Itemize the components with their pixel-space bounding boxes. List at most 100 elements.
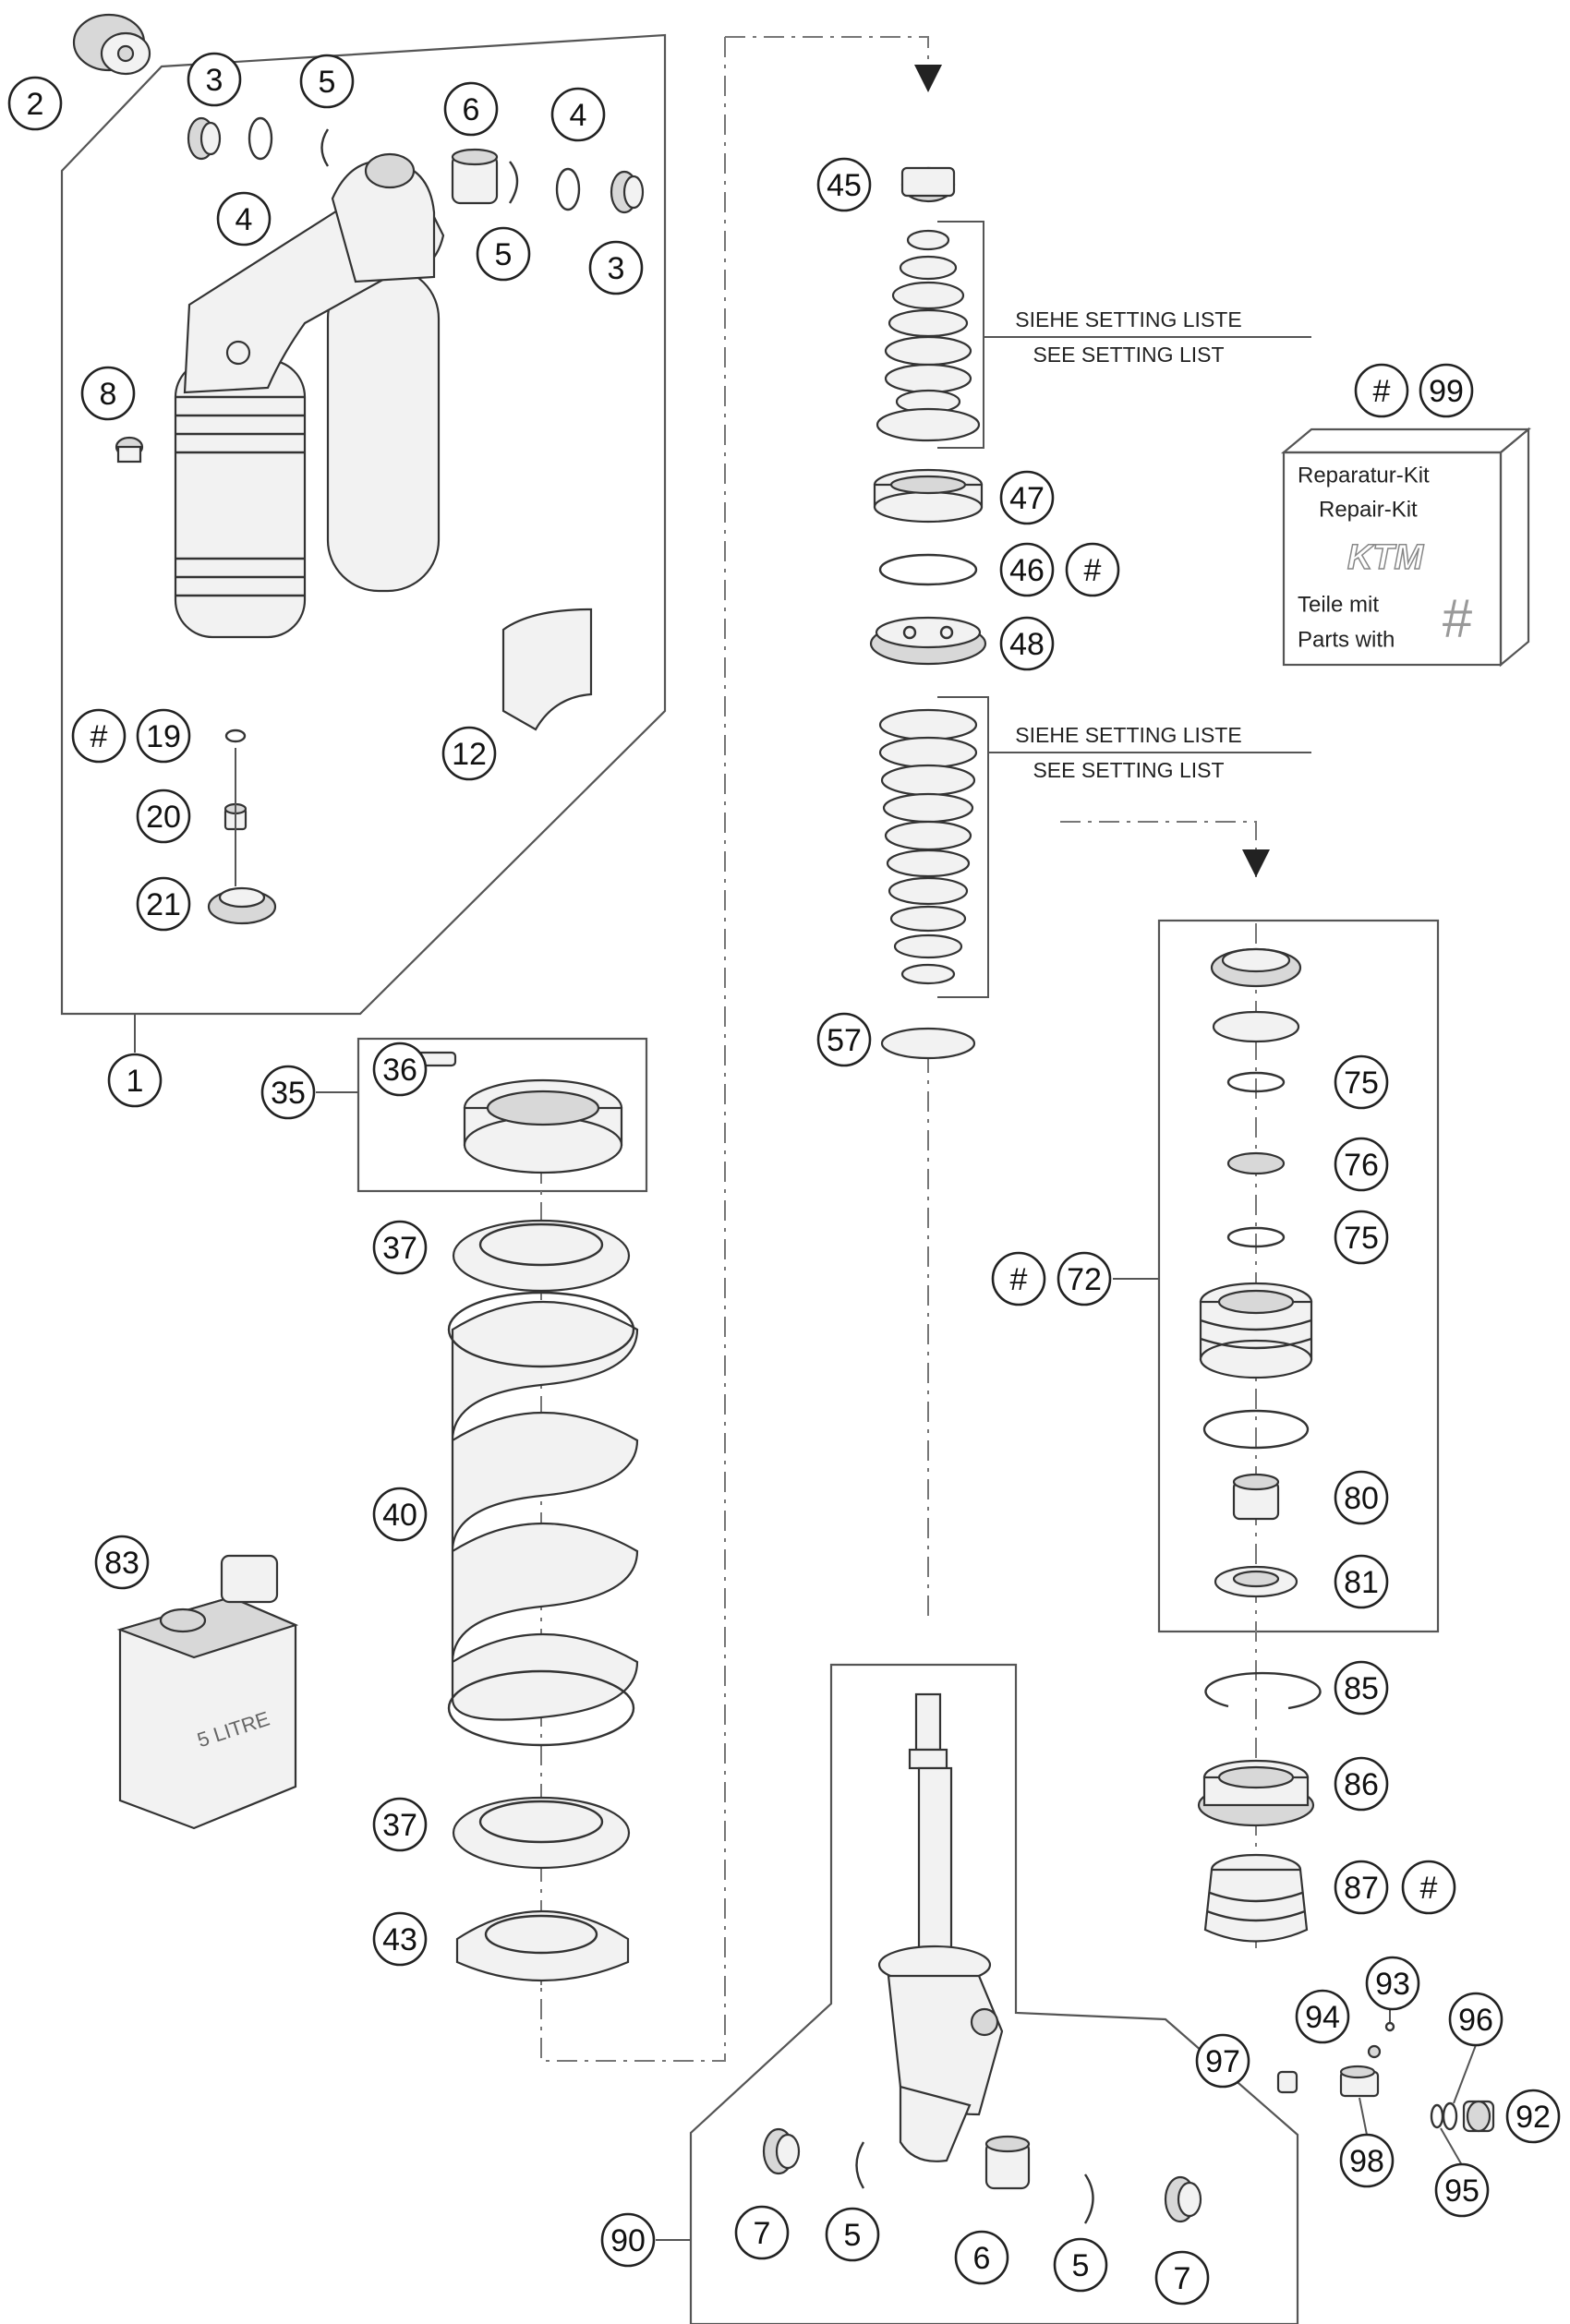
callout-label: 20 bbox=[146, 800, 181, 835]
callout-label: 93 bbox=[1375, 1967, 1410, 2002]
callout-label: 19 bbox=[146, 719, 181, 754]
callout-label: 47 bbox=[1009, 481, 1045, 516]
setting-note-en-2: SEE SETTING LIST bbox=[1033, 758, 1224, 782]
o-ring-part-46 bbox=[878, 553, 978, 586]
repair-kit-parts-de: Teile mit bbox=[1298, 593, 1379, 618]
callout-c87h: # bbox=[1401, 1860, 1456, 1915]
callout-c83: 83 bbox=[94, 1535, 150, 1590]
adjusting-nut-part bbox=[463, 1078, 623, 1174]
callout-c99: 99 bbox=[1419, 363, 1474, 418]
assembly-path-left bbox=[540, 37, 726, 2062]
piston-part-48 bbox=[869, 616, 987, 666]
ring-part-75b bbox=[1226, 1226, 1286, 1248]
callout-c21: 21 bbox=[136, 876, 191, 932]
callout-c3a: 3 bbox=[187, 52, 242, 107]
spring-seat-part-37b bbox=[452, 1796, 631, 1870]
adjuster-part-98 bbox=[1339, 2065, 1380, 2098]
setting-note-en-1: SEE SETTING LIST bbox=[1033, 343, 1224, 367]
callout-c6a: 6 bbox=[443, 81, 499, 137]
callout-circle bbox=[1334, 1660, 1389, 1716]
callout-circle bbox=[1057, 1251, 1112, 1306]
callout-label: 4 bbox=[570, 98, 587, 133]
callout-circle bbox=[1505, 2089, 1561, 2144]
callout-circle bbox=[1195, 2033, 1250, 2089]
setting-list-bracket-1 bbox=[937, 221, 1311, 449]
callout-label: 7 bbox=[1174, 2261, 1191, 2296]
callout-label: # bbox=[1084, 553, 1102, 588]
bushing-part-7a bbox=[762, 2127, 801, 2175]
callout-circle bbox=[999, 616, 1055, 671]
callout-c46h: # bbox=[1065, 542, 1120, 597]
callout-circle bbox=[299, 54, 355, 109]
callout-circle bbox=[372, 1220, 428, 1275]
callout-circle bbox=[372, 1487, 428, 1542]
bushing-part-7b bbox=[1164, 2175, 1202, 2223]
callout-c2: 2 bbox=[7, 76, 63, 131]
callout-circle bbox=[1065, 542, 1120, 597]
callout-circle bbox=[600, 2212, 656, 2268]
callout-label: 4 bbox=[236, 202, 253, 237]
callout-c1: 1 bbox=[107, 1053, 163, 1108]
callout-circle bbox=[550, 87, 606, 142]
callout-label: 46 bbox=[1009, 553, 1045, 588]
callout-circle bbox=[107, 1053, 163, 1108]
callout-c93: 93 bbox=[1365, 1956, 1420, 2011]
callout-c96: 96 bbox=[1448, 1992, 1504, 2047]
callout-circle bbox=[825, 2207, 880, 2262]
adjuster-knob-part-92 bbox=[1462, 2100, 1495, 2133]
callout-c5c: 5 bbox=[825, 2207, 880, 2262]
callout-c76: 76 bbox=[1334, 1137, 1389, 1192]
callout-label: 99 bbox=[1429, 374, 1464, 409]
callout-circle bbox=[372, 1042, 428, 1097]
piston-rod-part bbox=[877, 1692, 1004, 2162]
callout-circle bbox=[991, 1251, 1046, 1306]
circlip-part-5c bbox=[855, 2141, 865, 2189]
callout-circle bbox=[441, 726, 497, 781]
callout-circle bbox=[1334, 1210, 1389, 1265]
bushing-part-3b bbox=[610, 170, 645, 214]
callout-circle bbox=[216, 191, 272, 247]
callout-circle bbox=[372, 1911, 428, 1967]
callout-circle bbox=[999, 542, 1055, 597]
callout-label: 87 bbox=[1344, 1871, 1379, 1906]
callout-c5a: 5 bbox=[299, 54, 355, 109]
callout-c81: 81 bbox=[1334, 1554, 1389, 1609]
callout-label: 3 bbox=[206, 63, 223, 98]
callout-label: 6 bbox=[973, 2241, 991, 2276]
callout-c97: 97 bbox=[1195, 2033, 1250, 2089]
nut-group-frame bbox=[356, 1037, 648, 1193]
repair-kit-box bbox=[1280, 427, 1532, 668]
callout-label: 7 bbox=[754, 2216, 771, 2251]
bushing-part-3a bbox=[187, 116, 222, 161]
circlip-part-85 bbox=[1204, 1671, 1322, 1710]
callout-c12: 12 bbox=[441, 726, 497, 781]
callout-label: 12 bbox=[452, 737, 487, 772]
callout-label: # bbox=[91, 719, 108, 754]
callout-c46: 46 bbox=[999, 542, 1055, 597]
o-ring-part bbox=[1202, 1409, 1310, 1450]
bushing-part-47 bbox=[873, 468, 984, 524]
leader-96 bbox=[1453, 2044, 1477, 2104]
callout-circle bbox=[1334, 1860, 1389, 1915]
callout-circle bbox=[187, 52, 242, 107]
callout-label: # bbox=[1420, 1871, 1438, 1906]
callout-label: 21 bbox=[146, 887, 181, 922]
callout-circle bbox=[1154, 2250, 1210, 2306]
callout-label: 5 bbox=[844, 2218, 862, 2253]
callout-circle bbox=[136, 789, 191, 844]
callout-circle bbox=[443, 81, 499, 137]
callout-circle bbox=[372, 1797, 428, 1852]
callout-label: 40 bbox=[382, 1498, 417, 1533]
callout-c45: 45 bbox=[816, 157, 872, 212]
callout-label: 95 bbox=[1444, 2173, 1479, 2209]
callout-label: 5 bbox=[495, 237, 513, 272]
callout-c35: 35 bbox=[260, 1065, 316, 1120]
callout-circle bbox=[1401, 1860, 1456, 1915]
assembly-path-right bbox=[1060, 821, 1257, 877]
callout-label: 97 bbox=[1205, 2044, 1240, 2079]
callout-c75b: 75 bbox=[1334, 1210, 1389, 1265]
callout-label: 37 bbox=[382, 1808, 417, 1843]
shock-body-group-frame bbox=[60, 33, 667, 1016]
shim-stack-lower bbox=[878, 708, 978, 985]
